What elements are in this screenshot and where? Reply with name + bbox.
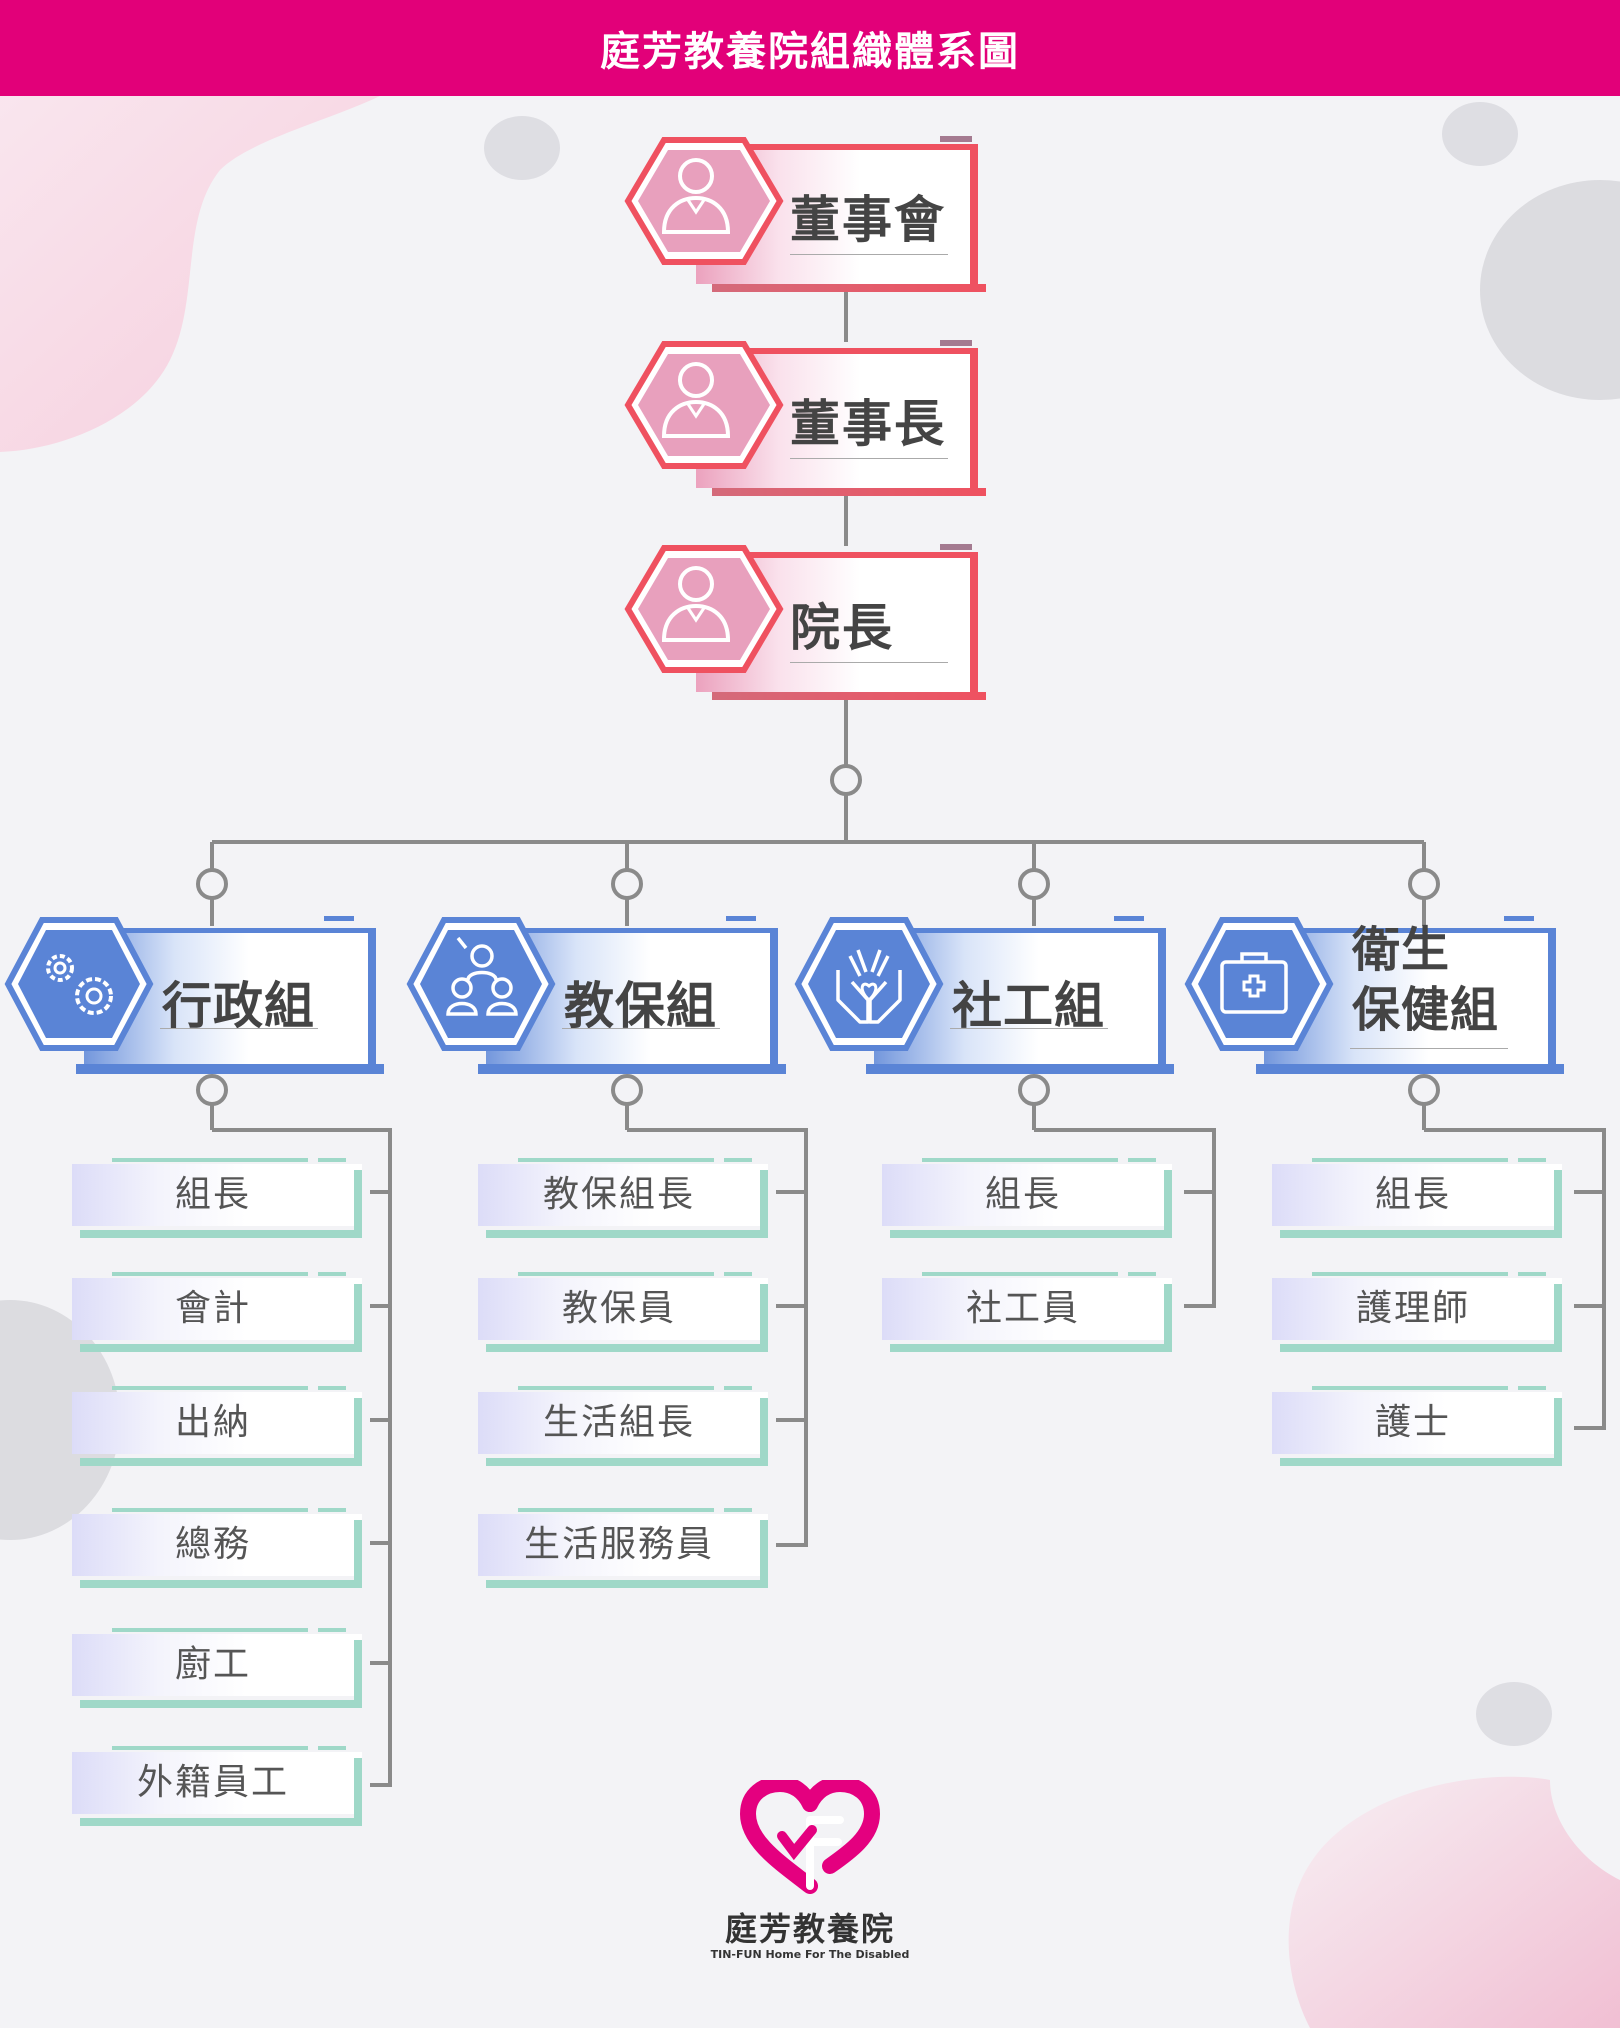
caring-hands-icon [794, 917, 944, 1051]
header-bar: 庭芳教養院組織體系圖 [0, 0, 1620, 96]
gray-blob-5 [0, 1300, 120, 1540]
group-admin: 行政組 [4, 916, 384, 1076]
person-icon [624, 545, 784, 673]
gray-blob-1 [484, 116, 560, 180]
role-label: 會計 [174, 1288, 251, 1329]
gray-blob-3 [1480, 180, 1620, 400]
role-box: 生活組長 [478, 1386, 778, 1466]
first-aid-kit-icon [1184, 917, 1334, 1051]
role-box: 出納 [72, 1386, 372, 1466]
gears-icon [4, 917, 154, 1051]
people-group-icon [406, 917, 556, 1051]
role-box: 外籍員工 [72, 1746, 372, 1826]
role-label: 組長 [174, 1174, 251, 1215]
connector-nodes [196, 764, 1440, 1106]
role-label: 總務 [174, 1524, 251, 1565]
gray-blob-2 [1442, 102, 1518, 166]
pink-blob-top-left [0, 96, 380, 452]
role-box: 教保組長 [478, 1158, 778, 1238]
role-box: 組長 [72, 1158, 372, 1238]
node-label: 董事長 [790, 394, 946, 453]
logo-subtitle: TIN-FUN Home For The Disabled [710, 1948, 910, 1961]
group-social: 社工組 [794, 916, 1174, 1076]
role-label: 出納 [174, 1402, 251, 1443]
group-health: 衛生 保健組 [1184, 916, 1564, 1076]
node-chairman: 董事長 [624, 340, 994, 498]
connector-lines [210, 290, 1606, 1787]
pink-blob-bottom-right [1288, 1776, 1620, 2028]
role-box: 教保員 [478, 1272, 778, 1352]
role-label: 組長 [984, 1174, 1061, 1215]
role-box: 社工員 [882, 1272, 1182, 1352]
node-label: 董事會 [790, 190, 946, 249]
gray-blob-4 [1476, 1682, 1552, 1746]
group-label: 衛生 保健組 [1352, 922, 1500, 1038]
role-box: 總務 [72, 1508, 372, 1588]
organization-logo: 庭芳教養院 TIN-FUN Home For The Disabled [690, 1775, 930, 1980]
role-label: 護士 [1374, 1402, 1451, 1443]
role-label: 社工員 [965, 1288, 1080, 1329]
role-box: 護理師 [1272, 1272, 1572, 1352]
role-label: 護理師 [1355, 1288, 1470, 1329]
role-box: 組長 [1272, 1158, 1572, 1238]
heart-logo-icon [739, 1775, 881, 1894]
role-box: 廚工 [72, 1628, 372, 1708]
group-label: 社工組 [952, 976, 1105, 1035]
role-label: 組長 [1374, 1174, 1451, 1215]
node-label: 院長 [790, 598, 894, 657]
logo-name: 庭芳教養院 [724, 1910, 895, 1948]
group-education: 教保組 [406, 916, 786, 1076]
role-label: 生活組長 [542, 1402, 695, 1443]
person-icon [624, 341, 784, 469]
role-label: 廚工 [174, 1644, 251, 1685]
role-box: 會計 [72, 1272, 372, 1352]
role-label: 外籍員工 [136, 1762, 289, 1803]
page-title: 庭芳教養院組織體系圖 [600, 28, 1020, 75]
role-label: 生活服務員 [523, 1524, 714, 1565]
role-box: 護士 [1272, 1386, 1572, 1466]
role-box: 組長 [882, 1158, 1182, 1238]
role-label: 教保員 [561, 1288, 676, 1329]
node-board: 董事會 [624, 136, 994, 294]
person-icon [624, 137, 784, 265]
role-box: 生活服務員 [478, 1508, 778, 1588]
node-director: 院長 [624, 544, 994, 702]
group-label: 行政組 [162, 976, 315, 1035]
role-label: 教保組長 [542, 1174, 695, 1215]
group-label: 教保組 [564, 976, 717, 1035]
